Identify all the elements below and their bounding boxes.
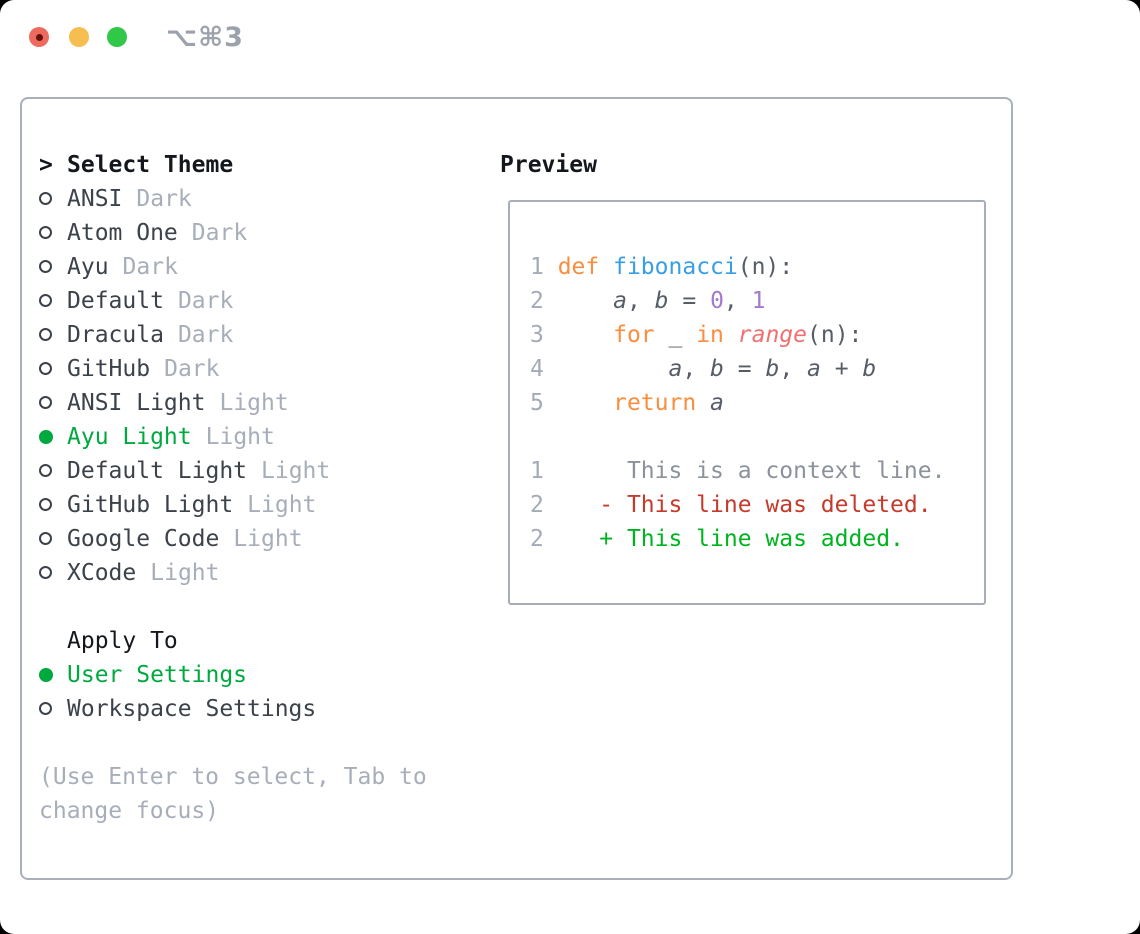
apply-to-title: Apply To xyxy=(67,628,178,654)
code-line: 1 def fibonacci(n): xyxy=(530,254,794,280)
close-button[interactable] xyxy=(29,27,49,47)
theme-list-title: Select Theme xyxy=(67,152,234,178)
apply-option-workspace-settings[interactable]: Workspace Settings xyxy=(39,696,317,722)
code-line: 3 for _ in range(n): xyxy=(530,322,863,348)
spacer xyxy=(39,590,427,624)
theme-list-header: > Select Theme xyxy=(39,148,427,182)
diff-deleted-line: 2 - This line was deleted. xyxy=(530,492,932,518)
code-line: 4 a, b = b, a + b xyxy=(530,356,877,382)
apply-to-header: Apply To xyxy=(39,624,427,658)
diff-context-line: 1 This is a context line. xyxy=(530,458,946,484)
code-line-blank xyxy=(530,420,945,454)
preview-pane: 1 def fibonacci(n): 2 a, b = 0, 1 3 for … xyxy=(508,200,986,605)
apply-option-user-settings[interactable]: User Settings xyxy=(39,662,248,688)
selection-cursor: > xyxy=(39,152,53,178)
code-preview: 1 def fibonacci(n): 2 a, b = 0, 1 3 for … xyxy=(530,250,945,556)
diff-added-line: 2 + This line was added. xyxy=(530,526,904,552)
minimize-button[interactable] xyxy=(69,27,89,47)
help-text-line2: change focus) xyxy=(39,798,220,824)
code-line: 2 a, b = 0, 1 xyxy=(530,288,766,314)
window-shortcut-label: ⌥⌘3 xyxy=(166,22,244,53)
code-line: 5 return a xyxy=(530,390,724,416)
preview-title: Preview xyxy=(500,152,597,178)
spacer xyxy=(39,726,427,760)
help-text-line1: (Use Enter to select, Tab to xyxy=(39,764,427,790)
zoom-button[interactable] xyxy=(107,27,127,47)
